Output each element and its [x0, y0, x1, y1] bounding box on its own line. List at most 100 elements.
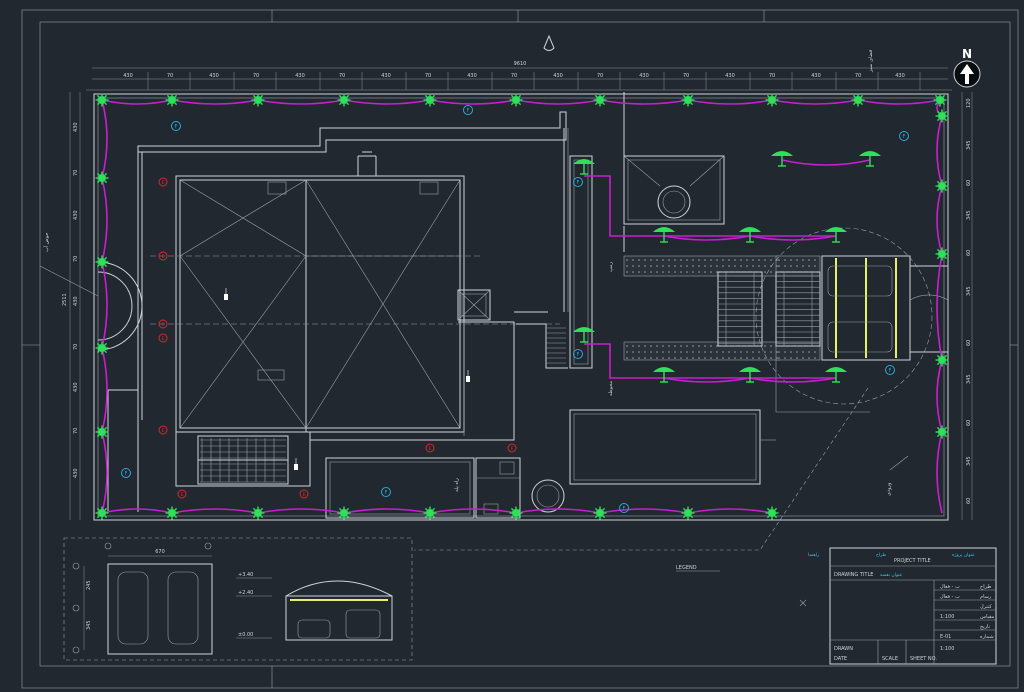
wc: [475, 457, 521, 519]
lamp-icon: [935, 247, 949, 261]
fan-icon: F: [121, 468, 131, 478]
top-dimension: 430: [381, 73, 391, 79]
level-zero: ±0.00: [238, 632, 253, 638]
lamp-icon: [825, 227, 847, 243]
top-dimension: 70: [683, 73, 689, 79]
lamp-icon: [251, 506, 265, 520]
lamp-icon: [933, 93, 947, 107]
sheet-label: SHEET NO.: [910, 656, 937, 662]
car-icon: [117, 571, 149, 645]
legend-label: LEGEND: [676, 565, 697, 571]
lamp-icon: [681, 506, 695, 520]
svg-text:F: F: [577, 180, 580, 186]
lamp-icon: [95, 171, 109, 185]
lamp-icon: [95, 506, 109, 520]
top-dimension: 70: [597, 73, 603, 79]
svg-text:F: F: [577, 352, 580, 358]
left-dimension: 430: [73, 296, 79, 306]
svg-text:F: F: [889, 368, 892, 374]
right-dimension: 345: [966, 140, 972, 150]
svg-text:F: F: [467, 108, 470, 114]
title-row-value: ب - فغال: [940, 584, 960, 590]
lamp-icon: [95, 341, 109, 355]
car-icon: [345, 609, 381, 639]
right-dimension: 345: [966, 210, 972, 220]
lamp-icon: [337, 506, 351, 520]
lamp-icon: [251, 93, 265, 107]
sheet-inner-frame: [39, 21, 1011, 667]
designer-label: طراح: [876, 553, 887, 558]
lamp-icon: [423, 506, 437, 520]
top-dimension: 70: [769, 73, 775, 79]
right-dimension: 345: [966, 286, 972, 296]
title-row-label: کنترل: [980, 604, 992, 610]
lamp-icon: [935, 109, 949, 123]
top-dimension: 430: [639, 73, 649, 79]
column-strip: [569, 155, 593, 369]
right-dimension: 60: [966, 420, 972, 426]
main-hall: [150, 175, 560, 433]
lamp-icon: [423, 93, 437, 107]
lamp-icon: [935, 425, 949, 439]
title-row-value: ب - فغال: [940, 594, 960, 600]
lamp-icon: [165, 506, 179, 520]
top-dimension: 430: [467, 73, 477, 79]
right-dimension: 60: [966, 250, 972, 256]
owner-note: راهنما: [808, 553, 819, 558]
lamp-icon: [653, 367, 675, 383]
top-dimension: 430: [725, 73, 735, 79]
top-dimension: 430: [811, 73, 821, 79]
svg-text:E: E: [181, 492, 184, 498]
outlet-icon: E: [158, 251, 168, 261]
outlet-icon: E: [299, 489, 309, 499]
lamp-icon: [851, 93, 865, 107]
side-dimension: 2511: [62, 293, 68, 306]
right-dimension: 120: [966, 98, 972, 108]
fan-icon: F: [899, 131, 909, 141]
outlet-icon: E: [158, 319, 168, 329]
right-dimension: 60: [966, 180, 972, 186]
lamp-icon: [765, 506, 779, 520]
lamp-icon: [509, 506, 523, 520]
left-dimension: 70: [73, 256, 79, 262]
north-arrow-icon: N: [953, 47, 981, 88]
sheet-outer-frame: [21, 9, 1019, 689]
lamp-icon: [593, 506, 607, 520]
lamp-icon: [681, 93, 695, 107]
lamp-icon: [95, 255, 109, 269]
fan-icon: F: [573, 349, 583, 359]
fan-icon: F: [619, 503, 629, 513]
lamp-icon: [825, 367, 847, 383]
fan-icon: F: [573, 177, 583, 187]
car-icon: [167, 571, 199, 645]
lamp-icon: [935, 179, 949, 193]
title-row-label: طراح: [980, 584, 991, 590]
left-dimension: 70: [73, 428, 79, 434]
top-dimension: 430: [895, 73, 905, 79]
lamp-icon: [165, 93, 179, 107]
top-dimension: 70: [167, 73, 173, 79]
fan-icon: F: [381, 487, 391, 497]
plan-dimension: 670: [155, 549, 165, 555]
right-dimension: 345: [966, 456, 972, 466]
project-title-value: عنوان پروژه: [952, 553, 975, 558]
svg-text:F: F: [623, 506, 626, 512]
stair-note: راه پله: [454, 478, 460, 492]
main-stair: [197, 435, 289, 485]
water-pool: حوض آب: [39, 233, 143, 351]
right-dimension: 60: [966, 340, 972, 346]
svg-text:E: E: [162, 336, 165, 342]
title-row-value: E-01: [940, 634, 951, 640]
project-title-label: PROJECT TITLE: [894, 558, 931, 564]
left-dimension: 70: [73, 344, 79, 350]
level-top: +3.40: [238, 572, 253, 578]
garage-section: +3.40 +2.40 ±0.00: [236, 572, 393, 641]
plan-dim-2: 345: [86, 620, 92, 630]
right-dimension: 345: [966, 374, 972, 384]
north-wall: [137, 111, 567, 153]
pool-label: حوض آب: [43, 233, 50, 252]
parking-area: [623, 227, 949, 405]
